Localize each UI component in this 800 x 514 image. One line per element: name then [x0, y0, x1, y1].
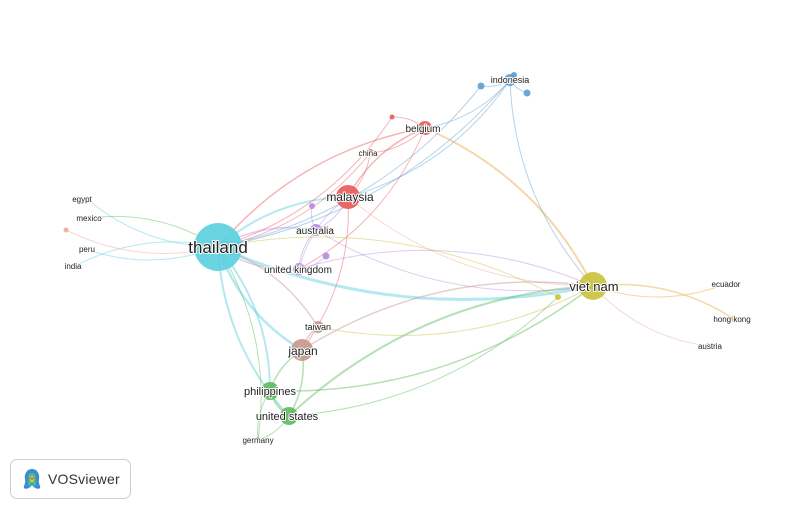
vosviewer-logo-box[interactable]: VOSviewer: [10, 459, 131, 499]
node-label-egypt: egypt: [72, 195, 92, 204]
node-label-ecuador: ecuador: [712, 280, 741, 289]
node-uk[interactable]: [293, 263, 305, 275]
edge-belgium-indonesia: [424, 79, 511, 129]
edge-thailand-vietnam: [216, 245, 595, 302]
edge-vietnam-australia: [315, 229, 594, 292]
node-label-thailand: thailand: [188, 238, 248, 257]
node-china[interactable]: [366, 149, 374, 157]
node-india[interactable]: [72, 263, 78, 269]
node-label-vietnam: viet nam: [569, 279, 618, 294]
edge-malaysia-indonesia: [347, 79, 511, 198]
edge-vietnam-uk: [298, 249, 594, 287]
edge-sm_yellow-us: [288, 296, 559, 417]
edge-sm_yellow-thailand: [217, 236, 559, 298]
edge-thailand-indonesia: [217, 79, 511, 248]
edge-vietnam-us: [288, 285, 594, 417]
node-austria[interactable]: [705, 343, 711, 349]
node-germany[interactable]: [255, 437, 261, 443]
node-us[interactable]: [280, 407, 298, 425]
node-australia[interactable]: [310, 224, 322, 236]
node-label-uk: united kingdom: [264, 265, 332, 276]
node-sm-salmon[interactable]: [63, 227, 69, 233]
edge-malaysia-belgium: [347, 127, 426, 198]
vosviewer-logo-icon: [23, 469, 41, 489]
edge-vietnam-ecuador: [592, 283, 727, 298]
node-hongkong[interactable]: [731, 316, 737, 322]
node-label-peru: peru: [79, 245, 95, 254]
edge-vietnam-indonesia: [509, 79, 594, 287]
edge-thailand-sm_red: [217, 116, 393, 248]
node-sm-blue1[interactable]: [477, 82, 485, 90]
node-malaysia[interactable]: [336, 185, 360, 209]
node-layer: [63, 72, 737, 443]
edge-layer: [65, 74, 735, 441]
edge-vietnam-philippines: [269, 285, 594, 392]
edge-thailand-sm_blue1: [217, 85, 482, 248]
node-sm-blue3[interactable]: [511, 72, 517, 78]
node-sm-purple2[interactable]: [322, 252, 330, 260]
node-label-china: china: [358, 149, 378, 158]
node-label-belgium: belgium: [405, 124, 440, 135]
node-label-germany: germany: [242, 436, 273, 445]
node-philippines[interactable]: [261, 382, 279, 400]
vosviewer-brand-text: VOSviewer: [48, 471, 120, 487]
node-label-australia: australia: [296, 226, 334, 237]
node-japan[interactable]: [291, 339, 313, 361]
node-sm-red[interactable]: [389, 114, 395, 120]
node-label-malaysia: malaysia: [326, 190, 374, 204]
edge-thailand-germany: [217, 246, 262, 441]
node-label-taiwan: taiwan: [305, 322, 331, 332]
node-label-us: united states: [256, 411, 319, 423]
label-layer: thailand viet nam malaysia japan belgium indo…: [64, 74, 752, 446]
node-label-indonesia: indonesia: [491, 75, 530, 85]
node-mexico[interactable]: [87, 215, 93, 221]
node-label-philippines: philippines: [244, 386, 296, 398]
node-sm-yellow[interactable]: [555, 294, 561, 300]
node-sm-purple1[interactable]: [309, 203, 315, 209]
node-belgium[interactable]: [418, 121, 432, 135]
edge-belgium-uk: [298, 127, 426, 270]
edge-vietnam-taiwan: [317, 285, 594, 336]
edge-vietnam-japan: [301, 281, 594, 351]
edge-thailand-belgium: [217, 127, 426, 248]
node-label-japan: japan: [287, 344, 317, 358]
edge-vietnam-hongkong: [592, 283, 735, 320]
node-thailand[interactable]: [194, 223, 242, 271]
node-label-mexico: mexico: [76, 214, 102, 223]
edge-vietnam-belgium: [424, 127, 594, 287]
node-label-india: india: [65, 262, 82, 271]
node-label-austria: austria: [698, 342, 723, 351]
node-taiwan[interactable]: [312, 321, 324, 333]
node-sm-blue2[interactable]: [523, 89, 531, 97]
node-egypt[interactable]: [84, 196, 90, 202]
edge-vietnam-malaysia: [347, 196, 594, 287]
node-peru[interactable]: [82, 246, 88, 252]
node-vietnam[interactable]: [579, 272, 607, 300]
node-label-hongkong: hong kong: [713, 315, 750, 324]
node-ecuador[interactable]: [723, 281, 729, 287]
edge-vietnam-austria: [592, 285, 709, 347]
edge-malaysia-japan: [301, 196, 349, 351]
